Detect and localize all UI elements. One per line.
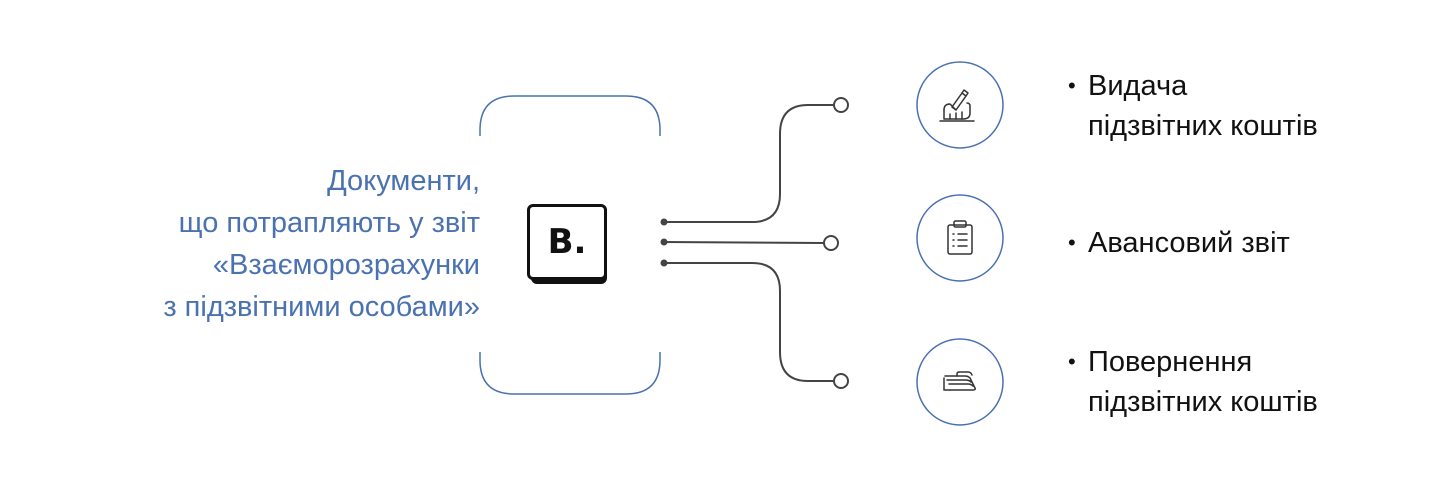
list-item-advance-report: • Авансовий звіт <box>1068 223 1290 263</box>
list-item-line: Видача <box>1088 70 1188 102</box>
bullet-icon: • <box>1068 230 1076 255</box>
icon-circle-3 <box>916 338 1004 426</box>
bullet-icon: • <box>1068 73 1076 98</box>
documents-heading: Документи, що потрапляють у звіт «Взаємо… <box>60 160 480 328</box>
connector-end-middle <box>823 235 839 251</box>
documents-heading-line: «Взаєморозрахунки <box>212 249 480 281</box>
connector-end-bottom <box>833 373 849 389</box>
bullet-icon: • <box>1068 349 1076 374</box>
list-item-line: Повернення <box>1088 346 1253 378</box>
connector-dot-top <box>660 218 668 226</box>
connector-dots <box>660 218 668 267</box>
list-item-line: підзвітних коштів <box>1088 386 1318 418</box>
hand-writing-icon <box>939 89 975 122</box>
connector-dot-bottom <box>660 259 668 267</box>
list-item-issue-funds: • Видача підзвітних коштів <box>1068 66 1318 146</box>
list-item-line: Авансовий звіт <box>1088 227 1290 259</box>
connector-dot-middle <box>660 238 668 246</box>
icon-circle-2 <box>916 194 1004 282</box>
connector-end-top <box>833 97 849 113</box>
connector-ends <box>823 97 849 389</box>
icon-circles <box>916 61 1004 426</box>
bracket-bottom <box>479 352 661 395</box>
documents-heading-line: що потрапляють у звіт <box>178 207 480 239</box>
money-stack-icon <box>943 371 976 391</box>
brand-logo: B. <box>527 204 607 284</box>
connector-middle <box>663 241 825 244</box>
connector-top <box>664 104 834 223</box>
bracket-top <box>479 95 661 136</box>
documents-heading-line: з підзвітними особами» <box>163 291 480 323</box>
list-item-line: підзвітних коштів <box>1088 110 1318 142</box>
list-item-return-funds: • Повернення підзвітних коштів <box>1068 342 1318 422</box>
logo-face: B. <box>527 204 607 280</box>
clipboard-list-icon <box>947 220 973 255</box>
connectors <box>663 104 834 382</box>
connector-bottom <box>664 262 834 382</box>
documents-heading-line: Документи, <box>327 165 480 197</box>
